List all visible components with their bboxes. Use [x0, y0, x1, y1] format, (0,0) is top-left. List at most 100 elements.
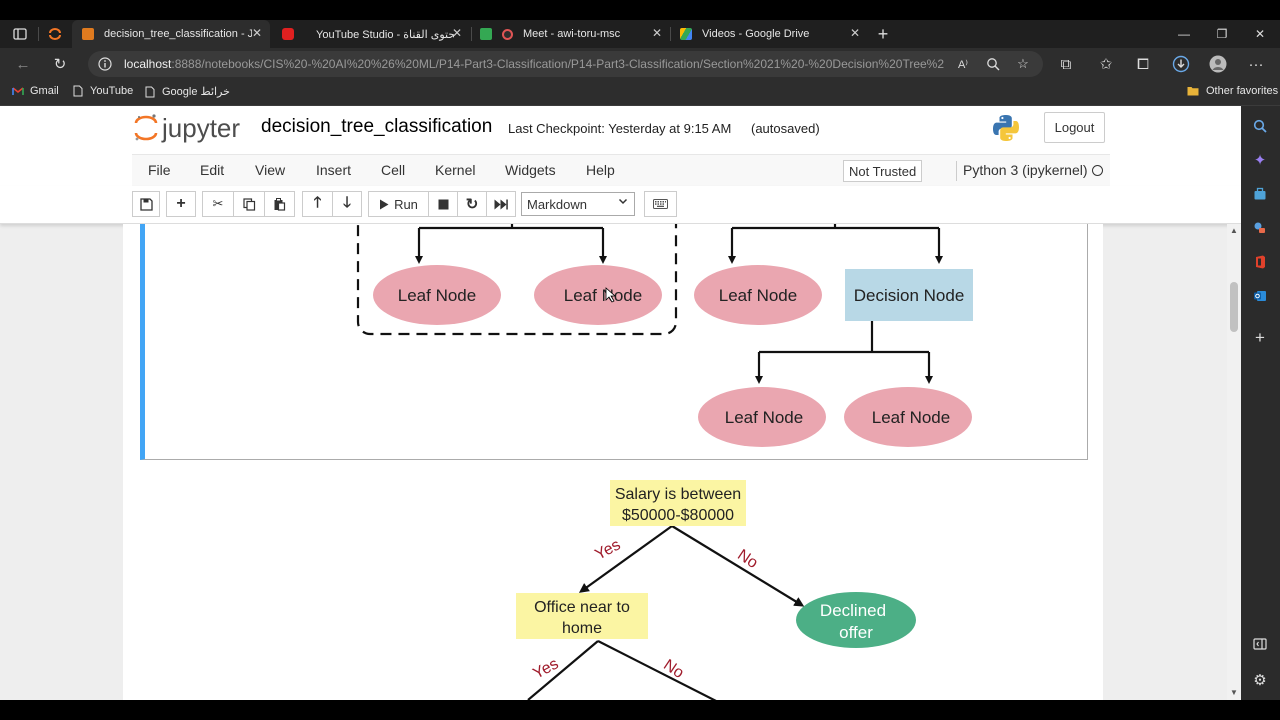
- run-button[interactable]: Run: [368, 191, 428, 217]
- url-field[interactable]: localhost:8888/notebooks/CIS%20-%20AI%20…: [88, 51, 1043, 77]
- declined-offer-line2: offer: [839, 623, 873, 642]
- cell-type-select[interactable]: Markdown: [521, 192, 635, 216]
- restart-button[interactable]: ↻: [457, 191, 486, 217]
- move-up-button[interactable]: 🡑: [302, 191, 332, 217]
- tab-separator: [38, 27, 39, 41]
- add-sidebar-app-icon[interactable]: +: [1255, 328, 1265, 347]
- copy-icon: [242, 197, 255, 211]
- interrupt-button[interactable]: [428, 191, 457, 217]
- new-tab-icon[interactable]: +: [877, 23, 889, 44]
- edit-button-group: ✂: [202, 191, 295, 217]
- jupyter-logo-icon: [134, 114, 158, 141]
- command-palette-button[interactable]: [644, 191, 677, 217]
- job-offer-decision-diagram: Salary is between $50000-$80000 Yes No O…: [516, 480, 916, 700]
- tab-youtube-studio[interactable]: YouTube Studio - محتوى القناة ✕: [272, 20, 470, 48]
- page-scrollbar[interactable]: ▲ ▼: [1227, 224, 1241, 700]
- close-tab-icon[interactable]: ✕: [651, 26, 662, 40]
- url-host: localhost: [124, 57, 172, 71]
- info-icon[interactable]: [96, 55, 114, 73]
- tab-label: Videos - Google Drive: [702, 28, 810, 40]
- menu-widgets[interactable]: Widgets: [505, 162, 556, 178]
- menu-kernel[interactable]: Kernel: [435, 162, 476, 178]
- tools-icon[interactable]: [1252, 220, 1268, 236]
- close-window-icon[interactable]: ✕: [1254, 27, 1266, 41]
- search-icon[interactable]: [1252, 118, 1268, 134]
- leaf-node-3-label: Leaf Node: [719, 286, 797, 305]
- menu-help[interactable]: Help: [586, 162, 615, 178]
- outlook-icon[interactable]: [1252, 288, 1268, 304]
- close-tab-icon[interactable]: ✕: [251, 26, 262, 40]
- scroll-down-icon[interactable]: ▼: [1230, 688, 1238, 697]
- close-tab-icon[interactable]: ✕: [451, 26, 462, 40]
- edge-label-no-2: No: [660, 657, 687, 683]
- notebook-title[interactable]: decision_tree_classification: [261, 116, 493, 137]
- office-condition-line1: Office near to: [534, 599, 630, 616]
- minimize-icon[interactable]: —: [1178, 27, 1190, 41]
- hide-sidebar-icon[interactable]: [1252, 636, 1268, 652]
- browser-address-bar: ← ↻ localhost:8888/notebooks/CIS%20-%20A…: [0, 48, 1280, 80]
- menu-edit[interactable]: Edit: [200, 162, 225, 178]
- salary-condition-line1: Salary is between: [615, 486, 741, 503]
- settings-gear-icon[interactable]: ⚙: [1253, 672, 1267, 689]
- favorites-icon[interactable]: ✩: [1099, 56, 1113, 73]
- logout-button[interactable]: Logout: [1044, 112, 1105, 143]
- keyboard-icon: [653, 199, 668, 209]
- insert-cell-button[interactable]: +: [166, 191, 196, 217]
- back-icon[interactable]: ←: [15, 55, 31, 73]
- python-logo-icon: [993, 115, 1019, 141]
- jupyter-pinned-icon[interactable]: [46, 25, 64, 43]
- menu-container: File Edit View Insert Cell Kernel Widget…: [132, 154, 1110, 186]
- chevron-down-icon: [618, 196, 628, 209]
- read-aloud-icon[interactable]: A⁾: [957, 58, 969, 71]
- notebook-scroll-area[interactable]: Leaf Node Leaf Node Leaf Node Decision N…: [0, 224, 1241, 700]
- shopping-bag-icon[interactable]: [1252, 186, 1268, 202]
- tab-actions-icon[interactable]: [11, 25, 29, 43]
- kernel-separator: [956, 161, 957, 181]
- not-trusted-button[interactable]: Not Trusted: [843, 160, 923, 182]
- bookmark-google-maps[interactable]: Google خرائط: [144, 85, 230, 98]
- restart-run-all-button[interactable]: [486, 191, 516, 217]
- bookmark-gmail[interactable]: Gmail: [12, 85, 59, 97]
- edge-sidebar: ✦ + ⚙: [1241, 106, 1280, 700]
- jupyter-logo[interactable]: jupyter: [134, 112, 240, 144]
- profile-avatar-icon[interactable]: [1209, 55, 1227, 73]
- other-favorites[interactable]: Other favorites: [1186, 85, 1278, 97]
- zoom-icon[interactable]: [984, 55, 1002, 73]
- save-button[interactable]: [132, 191, 160, 217]
- close-tab-icon[interactable]: ✕: [849, 26, 860, 40]
- tab-meet[interactable]: Meet - awi-toru-msc ✕: [472, 20, 670, 48]
- extensions-icon[interactable]: ⧉: [1060, 55, 1072, 73]
- downloads-icon[interactable]: [1172, 55, 1190, 73]
- bookmark-youtube[interactable]: YouTube: [72, 85, 133, 97]
- jupyter-favicon-icon: [82, 28, 94, 40]
- scrollbar-thumb[interactable]: [1230, 282, 1238, 332]
- decision-node-label: Decision Node: [854, 286, 965, 305]
- scroll-up-icon[interactable]: ▲: [1230, 226, 1238, 235]
- tab-jupyter[interactable]: decision_tree_classification - Jupy ✕: [72, 20, 270, 48]
- paste-button[interactable]: [264, 191, 295, 217]
- menu-cell[interactable]: Cell: [381, 162, 406, 178]
- cut-button[interactable]: ✂: [202, 191, 233, 217]
- plus-icon: +: [176, 195, 186, 212]
- last-checkpoint: Last Checkpoint: Yesterday at 9:15 AM: [508, 121, 732, 136]
- url-text: localhost:8888/notebooks/CIS%20-%20AI%20…: [124, 57, 944, 71]
- menu-insert[interactable]: Insert: [316, 162, 352, 178]
- bookmark-label: Other favorites: [1206, 85, 1279, 97]
- office-icon[interactable]: [1252, 254, 1268, 270]
- reload-icon[interactable]: ↻: [53, 56, 67, 73]
- tab-google-drive[interactable]: Videos - Google Drive ✕: [672, 20, 868, 48]
- kernel-name[interactable]: Python 3 (ipykernel): [963, 162, 1088, 178]
- copilot-sparkle-icon[interactable]: ✦: [1253, 152, 1267, 169]
- add-favorite-icon[interactable]: ☆: [1017, 56, 1029, 71]
- move-down-button[interactable]: 🡓: [332, 191, 362, 217]
- menu-view[interactable]: View: [255, 162, 286, 178]
- decision-node: Decision Node: [845, 269, 973, 321]
- copy-button[interactable]: [233, 191, 264, 217]
- edge-label-no-1: No: [734, 547, 761, 573]
- menu-file[interactable]: File: [148, 162, 171, 178]
- collections-icon[interactable]: ⧠: [1136, 55, 1149, 73]
- more-menu-icon[interactable]: ···: [1248, 55, 1264, 73]
- gmail-icon: [12, 87, 24, 95]
- folder-icon: [1187, 87, 1199, 96]
- restore-icon[interactable]: ❐: [1216, 27, 1228, 41]
